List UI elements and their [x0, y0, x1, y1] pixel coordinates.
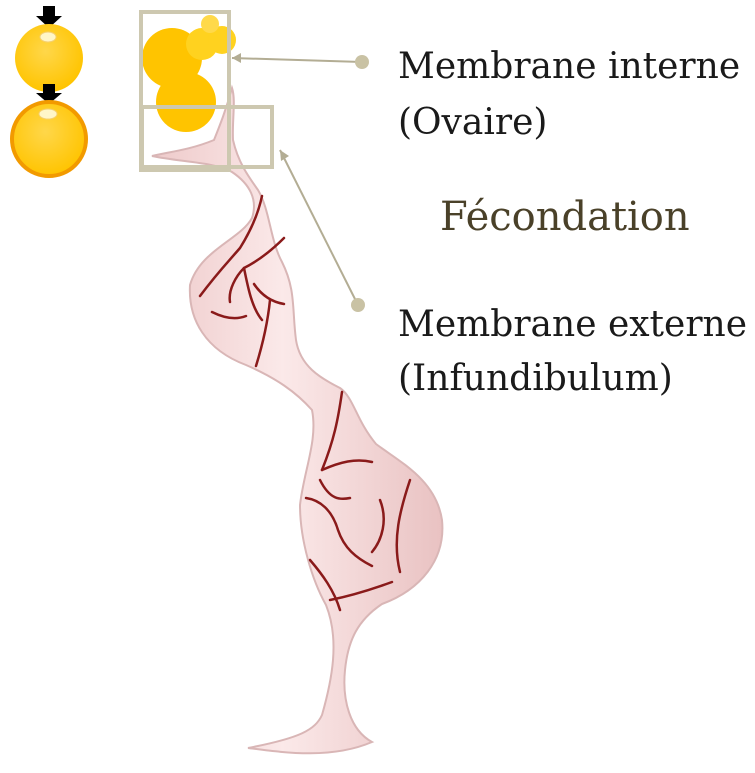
- callout-dot-icon: [351, 298, 365, 312]
- egg-progression: [12, 6, 86, 176]
- egg-highlight: [40, 32, 56, 42]
- egg-icon: [201, 15, 219, 33]
- outer-membrane-label: Membrane externe: [398, 303, 747, 347]
- egg-highlight: [39, 109, 57, 119]
- ovary-eggs: [142, 15, 236, 132]
- fertilization-label: Fécondation: [440, 195, 690, 239]
- egg-icon: [156, 72, 216, 132]
- outer-membrane-sublabel: (Infundibulum): [398, 357, 673, 401]
- inner-membrane-sublabel: (Ovaire): [398, 101, 547, 145]
- oviduct: [152, 88, 442, 753]
- callout-dot-icon: [355, 55, 369, 69]
- oviduct-body: [152, 88, 442, 753]
- inner-membrane-label: Membrane interne: [398, 45, 740, 89]
- callout-arrowhead: [232, 53, 241, 63]
- callout-line-inner: [232, 58, 362, 62]
- callout-line-outer: [280, 150, 358, 305]
